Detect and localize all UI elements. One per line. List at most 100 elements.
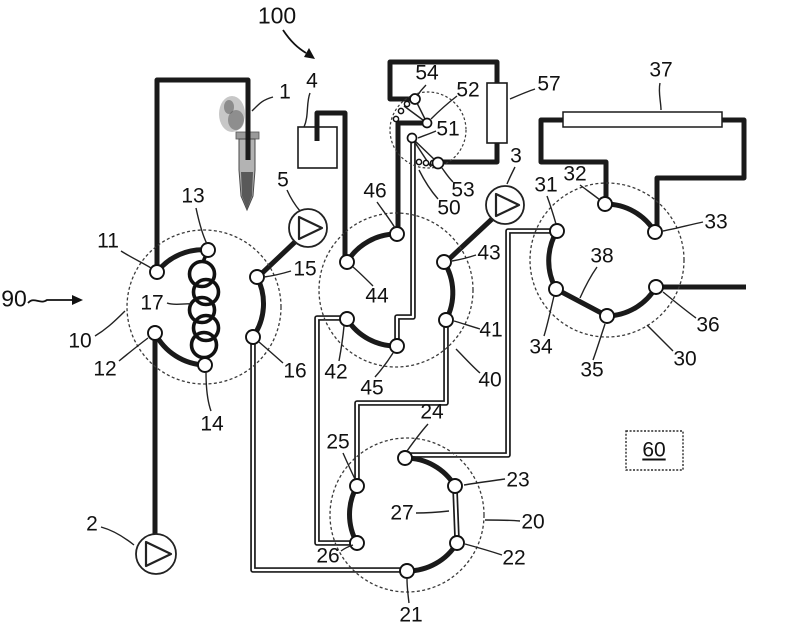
ref-label-11: 11 [97,229,119,253]
ref-label-22: 22 [502,546,526,570]
ref-label-53: 53 [451,178,475,202]
pump-2-icon [135,533,177,575]
ref-label-34: 34 [529,335,553,359]
leader-16 [258,341,284,364]
leader-41 [453,320,481,330]
leader-10 [94,310,126,337]
leader-15 [263,270,292,278]
arc-15-16 [250,274,266,340]
ref-label-41: 41 [479,318,503,342]
column-57 [486,82,508,144]
port-35 [599,308,615,324]
port-16 [245,329,261,345]
leader-2 [100,526,135,546]
arc-26-25 [347,483,360,546]
leader-25 [342,452,356,480]
port-13 [200,242,216,258]
leader-27 [415,510,450,514]
leader-3 [506,166,516,185]
port-26 [349,535,365,551]
arc-44-46 [344,231,400,265]
pump-5-icon [288,208,328,248]
leader-5 [286,189,301,212]
arc-43-41 [441,259,456,323]
port-41 [438,312,454,328]
ref-label-17: 17 [140,291,164,315]
leader-35 [592,323,606,361]
leader-12 [118,337,149,362]
ref-label-40: 40 [478,368,502,392]
leader-44 [352,266,374,287]
valve-10-body [126,229,282,385]
sample-vial [219,96,260,212]
middle-valve [318,212,474,368]
bridge-38-line [553,286,610,319]
ref-label-3: 3 [510,144,522,168]
flow-cell-37 [562,111,723,128]
rotor-dot [422,159,430,167]
rotor-dot [397,107,405,115]
ref-label-26: 26 [316,544,340,568]
leader-34 [543,295,555,337]
leader-lines [94,82,704,604]
leader-26 [340,544,354,552]
leader-31 [546,195,557,225]
valve-20-body [329,437,485,593]
bottom-valve [329,437,485,593]
tube-4-to-44 [314,110,348,262]
leader-23 [463,478,506,486]
port-43 [436,254,452,270]
port-15 [249,269,265,285]
leader-52 [430,95,458,120]
ref-label-43: 43 [477,241,501,265]
leader-32 [579,184,601,201]
arc-45-42 [344,316,400,349]
leader-21 [406,578,410,604]
tube-37-to-32 [538,117,609,204]
leader-37 [658,82,662,111]
coil-17 [187,249,221,364]
port-46 [389,226,405,242]
arrow-100 [282,29,315,59]
port-52 [421,117,433,129]
ref-label-38: 38 [590,244,614,268]
ref-label-1: 1 [279,80,291,104]
ref-label-2: 2 [86,512,98,536]
leader-46 [376,201,396,229]
ref-label-35: 35 [580,358,604,382]
ref-label-4: 4 [306,69,318,93]
leader-30 [646,324,674,352]
leader-17 [166,302,192,306]
leader-11 [120,250,152,269]
ref-label-52: 52 [456,78,480,102]
valve-30-body [529,182,685,338]
ref-label-54: 54 [415,61,439,85]
leader-42 [338,325,345,362]
arc-22-21 [404,540,460,574]
box-60 [625,430,684,471]
leader-54 [416,84,427,97]
port-51 [406,132,418,144]
leader-36 [662,291,697,319]
ref-label-50: 50 [437,196,461,220]
leader-14 [205,371,212,412]
leader-57 [509,88,536,100]
tube-53-column-54-loop [387,59,500,165]
ref-label-37: 37 [649,58,673,82]
port-25 [349,478,365,494]
leader-13 [195,207,208,245]
port-21 [399,563,415,579]
tube-pump5-to-15 [257,239,298,278]
port-32 [597,196,613,212]
left-valve [126,229,282,385]
tube-11-to-vial [154,77,251,272]
ref-label-10: 10 [68,329,92,353]
port-45 [389,338,405,354]
ref-label-45: 45 [360,376,384,400]
ref-label-100: 100 [257,2,297,29]
rotor-dot [392,115,400,123]
port-24 [397,450,413,466]
port-53 [431,156,445,170]
